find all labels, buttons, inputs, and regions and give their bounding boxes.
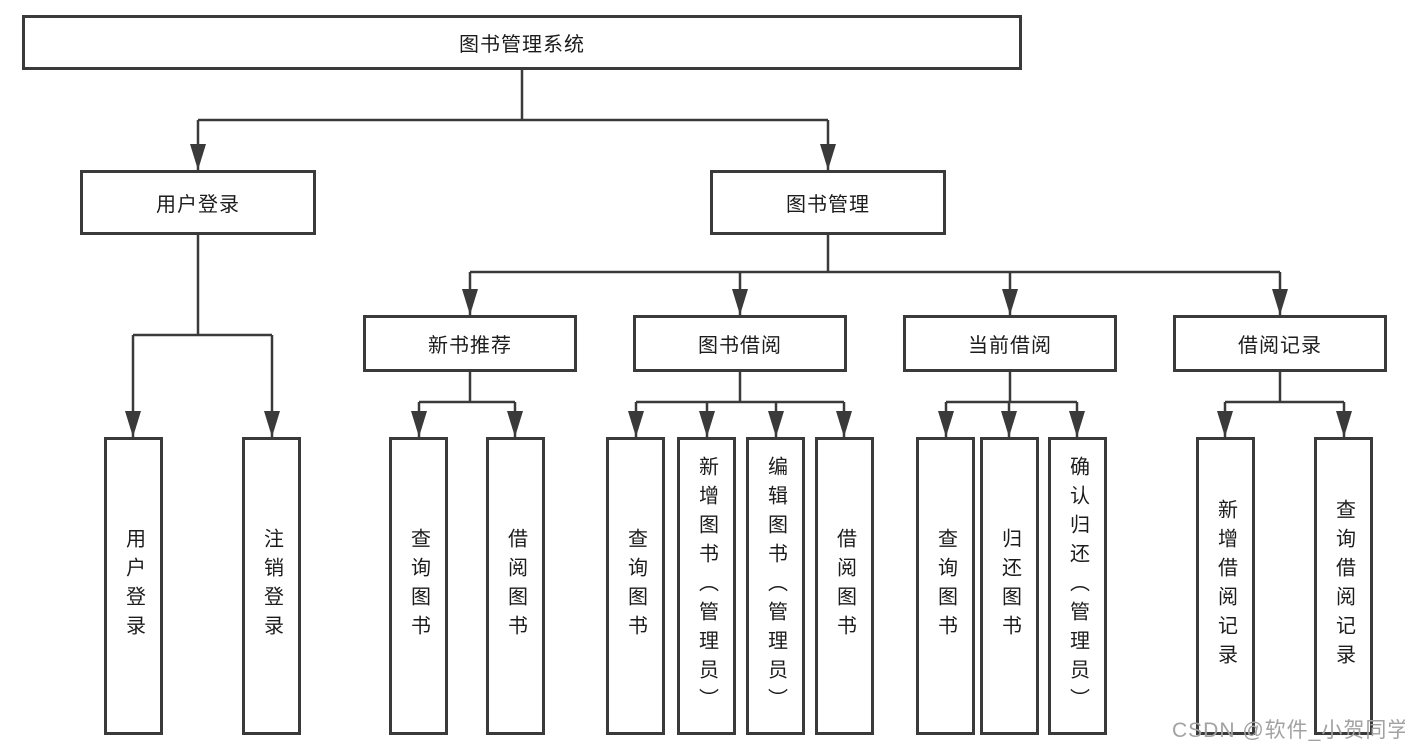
node-book-borrowing-label: 图书借阅 [698,335,782,357]
node-user-login: 用户登录 [80,170,316,235]
leaf-borrow-books-recommend: 借阅图书 [486,437,545,735]
node-new-book-recommend-label: 新书推荐 [428,335,512,357]
node-borrow-records: 借阅记录 [1173,315,1387,372]
leaf-edit-books-admin-label: 编辑图书（管理员） [764,455,787,717]
leaf-confirm-return-admin-label: 确认归还（管理员） [1066,455,1089,717]
leaf-add-books-admin-label: 新增图书（管理员） [695,455,718,717]
node-current-borrowing: 当前借阅 [903,315,1117,372]
leaf-search-books-borrowing-label: 查询图书 [624,528,647,644]
leaf-logout-label: 注销登录 [260,528,283,644]
node-new-book-recommend: 新书推荐 [363,315,577,372]
leaf-logout: 注销登录 [242,437,301,735]
connector-trunks [133,70,1344,404]
leaf-edit-books-admin: 编辑图书（管理员） [746,437,805,735]
leaf-borrow-books-borrowing: 借阅图书 [815,437,874,735]
node-book-borrowing: 图书借阅 [633,315,847,372]
leaf-search-books-borrowing: 查询图书 [606,437,665,735]
node-borrow-records-label: 借阅记录 [1238,335,1322,357]
leaf-user-login-label: 用户登录 [122,528,145,644]
leaf-search-books-current-label: 查询图书 [934,528,957,644]
watermark: CSDN @软件_小贺同学 [1172,719,1405,742]
leaf-user-login: 用户登录 [104,437,163,735]
leaf-search-borrow-record: 查询借阅记录 [1314,437,1373,735]
leaf-borrow-books-recommend-label: 借阅图书 [504,528,527,644]
leaf-search-borrow-record-label: 查询借阅记录 [1332,499,1355,673]
leaf-borrow-books-borrowing-label: 借阅图书 [833,528,856,644]
leaf-add-books-admin: 新增图书（管理员） [677,437,736,735]
leaf-add-borrow-record-label: 新增借阅记录 [1214,499,1237,673]
leaf-search-books-current: 查询图书 [916,437,975,735]
connector-arrows [125,120,1352,437]
node-user-login-label: 用户登录 [156,194,240,216]
leaf-return-books: 归还图书 [980,437,1039,735]
node-root: 图书管理系统 [22,15,1022,70]
node-current-borrowing-label: 当前借阅 [968,335,1052,357]
node-book-management-label: 图书管理 [786,194,870,216]
node-root-label: 图书管理系统 [459,34,585,56]
leaf-search-books-recommend-label: 查询图书 [407,528,430,644]
leaf-return-books-label: 归还图书 [998,528,1021,644]
node-book-management: 图书管理 [710,170,946,235]
leaf-search-books-recommend: 查询图书 [389,437,448,735]
leaf-add-borrow-record: 新增借阅记录 [1196,437,1255,735]
leaf-confirm-return-admin: 确认归还（管理员） [1048,437,1107,735]
